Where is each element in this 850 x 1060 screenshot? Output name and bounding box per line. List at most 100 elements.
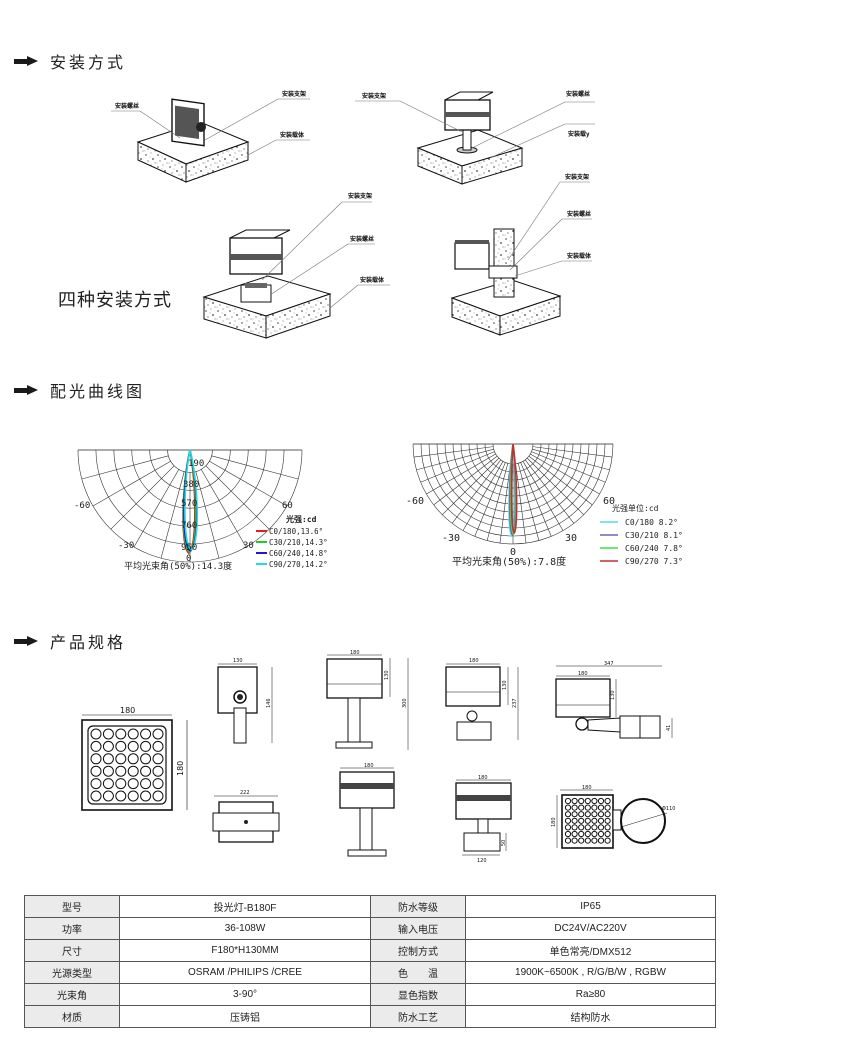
svg-text:180: 180 [364, 763, 374, 769]
angle-tick: 0 [510, 547, 516, 558]
legend: C0/180,13.6° C30/210,14.3° C60/240,14.8°… [256, 527, 328, 569]
angle-tick: -60 [74, 501, 90, 511]
led-icon [578, 817, 585, 824]
angle-tick: 60 [603, 496, 615, 507]
led-icon [127, 740, 139, 752]
spec-key: 型号 [24, 895, 120, 918]
arrow-right-icon [14, 56, 38, 66]
svg-text:180: 180 [551, 817, 557, 827]
drawing-bracket-front: 180 130 300 [326, 650, 409, 750]
led-icon [591, 824, 598, 831]
section-title-install: 安装方式 [14, 49, 126, 73]
led-icon [564, 824, 572, 831]
section-title-text: 安装方式 [50, 53, 127, 72]
led-icon [140, 778, 152, 790]
angle-tick: 60 [282, 501, 293, 511]
label-bracket: 安装支架 [348, 192, 372, 200]
radial-tick: 380 [183, 480, 199, 490]
grid-spoke [528, 455, 593, 506]
spec-key: 功率 [24, 917, 120, 940]
angle-tick: -30 [442, 533, 460, 544]
grid-spoke [520, 462, 552, 537]
led-icon [571, 837, 578, 844]
grid-spoke [462, 461, 504, 531]
arrow-right-icon [14, 636, 38, 646]
grid-spoke [442, 457, 500, 515]
led-icon [152, 753, 164, 765]
spec-value: F180*H130MM [119, 939, 371, 962]
section-title-spec: 产品规格 [14, 629, 126, 653]
led-icon [152, 728, 164, 740]
led-icon [584, 824, 591, 831]
led-icon [152, 790, 164, 802]
led-icon [591, 837, 598, 844]
led-icon [102, 753, 114, 765]
led-icon [578, 824, 585, 831]
svg-text:41: 41 [666, 725, 672, 731]
led-icon [140, 753, 152, 765]
spec-key: 材质 [24, 1005, 120, 1028]
spec-key: 光束角 [24, 983, 120, 1006]
led-icon [564, 837, 572, 844]
svg-text:130: 130 [384, 670, 390, 680]
led-icon [571, 830, 578, 838]
led-icon [90, 753, 102, 765]
led-icon [115, 765, 127, 777]
install-diagram-4: 安装支架 安装螺丝 安装载体 [450, 173, 592, 336]
led-icon [578, 811, 585, 818]
led-icon [127, 790, 139, 802]
svg-text:50: 50 [501, 840, 507, 846]
led-icon [140, 790, 152, 802]
grid-spoke [433, 455, 498, 506]
arrow-right-icon [14, 385, 38, 395]
spec-value: IP65 [465, 895, 716, 918]
led-icon [140, 765, 152, 777]
led-icon [578, 837, 585, 844]
grid-spoke [81, 455, 169, 480]
led-icon [90, 765, 102, 777]
section-title-text: 产品规格 [50, 633, 127, 652]
led-icon [604, 837, 611, 844]
spec-key: 防水等级 [370, 895, 466, 918]
drawing-wall-side: 347 180 130 41 [555, 661, 673, 739]
section-title-light-curve: 配光曲线图 [14, 378, 145, 402]
polar-series [508, 443, 518, 538]
led-icon [102, 790, 114, 802]
grid-spoke [474, 462, 506, 537]
led-icon [591, 817, 598, 824]
grid-spoke [522, 461, 564, 531]
angle-tick: 30 [243, 541, 254, 551]
spec-key: 输入电压 [370, 917, 466, 940]
drawing-base-front: 180 130 237 [445, 658, 519, 741]
legend-entry: C90/270,14.2° [269, 560, 328, 569]
svg-text:Φ110: Φ110 [662, 806, 675, 812]
led-icon [140, 740, 152, 752]
drawing-fin-front: 180 [339, 763, 395, 857]
legend-entry: C0/180 8.2° [625, 518, 678, 527]
led-icon [102, 778, 114, 790]
label-bracket: 安装支架 [282, 90, 306, 98]
radial-tick: 190 [188, 459, 204, 469]
led-icon [115, 778, 127, 790]
led-icon [578, 830, 585, 838]
spec-key: 尺寸 [24, 939, 120, 962]
grid-spoke [195, 471, 220, 559]
spec-key: 光源类型 [24, 961, 120, 984]
svg-text:180: 180 [469, 658, 479, 664]
label-screw: 安装螺丝 [350, 235, 374, 243]
installation-diagrams: 安装螺丝 安装支架 安装载体 安装支架 安装螺丝 安装载у [111, 90, 595, 339]
drawing-side-view: 130 146 [217, 658, 273, 744]
spec-value: OSRAM /PHILIPS /CREE [119, 961, 371, 984]
unit-label: 光强:cd [285, 514, 317, 524]
svg-text:222: 222 [240, 790, 250, 796]
grid-spoke [531, 451, 606, 483]
grid-spoke [420, 451, 495, 483]
grid-spoke [133, 469, 180, 548]
grid-spoke [451, 459, 502, 524]
led-icon [140, 728, 152, 740]
drawing-top-view: 222 [212, 790, 280, 843]
svg-text:180: 180 [578, 671, 588, 677]
led-icon [115, 728, 127, 740]
radial-tick: 950 [181, 543, 197, 553]
